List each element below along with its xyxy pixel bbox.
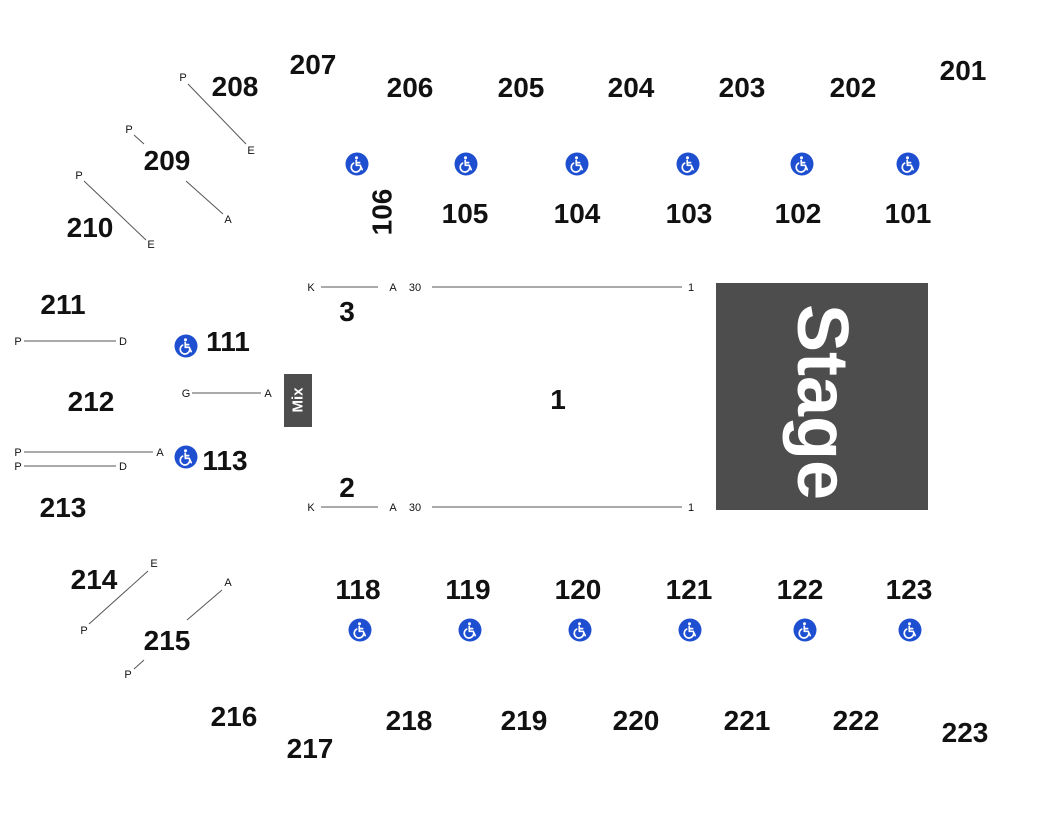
row-p-label: P [14,336,21,348]
floor-section-2-label[interactable]: 2 [339,472,355,503]
section-222[interactable]: 222 [833,705,880,736]
section-122[interactable]: 122 [777,574,824,605]
section-106[interactable]: 106 [367,189,398,236]
row-p-label: P [179,72,186,84]
row-indicators-208: P E [179,72,254,157]
wheelchair-icon [675,151,701,177]
section-213[interactable]: 213 [40,492,87,523]
wheelchair-icon [453,151,479,177]
mix-label: Mix [290,387,307,413]
row-g-label: G [182,388,191,400]
section-212[interactable]: 212 [68,386,115,417]
row-indicators-212: G A [182,388,273,400]
mix-block[interactable] [284,374,312,427]
row-a-label: A [224,214,232,226]
section-220[interactable]: 220 [613,705,660,736]
row-a-label: A [264,388,272,400]
section-211[interactable]: 211 [40,289,85,320]
section-111[interactable]: 111 [206,326,250,357]
section-202[interactable]: 202 [830,72,877,103]
floor-upper-rows: K A 30 1 [307,282,694,294]
row-e-label: E [247,145,254,157]
row-indicators-213a: P A [14,447,164,459]
row-e-label: E [147,239,154,251]
section-123[interactable]: 123 [886,574,933,605]
row-a-label: A [224,577,232,589]
row-p-label: P [125,124,132,136]
wheelchair-icon [567,617,593,643]
seat-30-label: 30 [409,502,421,514]
row-k-label: K [307,282,315,294]
stage[interactable]: Stage [716,283,928,510]
stage-label: Stage [782,304,862,500]
wheelchair-icon [897,617,923,643]
seat-30-label: 30 [409,282,421,294]
section-209[interactable]: 209 [144,145,191,176]
row-p-label: P [14,447,21,459]
section-103[interactable]: 103 [666,198,713,229]
section-101[interactable]: 101 [885,198,932,229]
wheelchair-icon [344,151,370,177]
row-a-label: A [389,502,397,514]
section-223[interactable]: 223 [942,717,989,748]
section-201[interactable]: 201 [940,55,987,86]
section-113[interactable]: 113 [202,445,247,476]
section-210[interactable]: 210 [67,212,114,243]
row-indicators-214: E P [80,558,157,637]
section-219[interactable]: 219 [501,705,548,736]
section-121[interactable]: 121 [666,574,713,605]
wheelchair-icon [347,617,373,643]
row-indicators-209: P A [125,124,232,226]
section-102[interactable]: 102 [775,198,822,229]
section-204[interactable]: 204 [608,72,655,103]
section-120[interactable]: 120 [555,574,602,605]
section-221[interactable]: 221 [724,705,771,736]
floor-section-1-label[interactable]: 1 [550,384,566,415]
row-p-label: P [75,170,82,182]
section-217[interactable]: 217 [287,733,334,764]
section-208[interactable]: 208 [212,71,259,102]
section-215[interactable]: 215 [144,625,191,656]
wheelchair-icon [173,333,199,359]
section-206[interactable]: 206 [387,72,434,103]
wheelchair-icon [677,617,703,643]
wheelchair-icon [173,444,199,470]
mix-position[interactable]: Mix [284,374,312,427]
wheelchair-icon [789,151,815,177]
section-105[interactable]: 105 [442,198,489,229]
floor-section-3-label[interactable]: 3 [339,296,355,327]
row-indicators-211: P D [14,336,127,348]
section-118[interactable]: 118 [335,574,380,605]
row-k-label: K [307,502,315,514]
row-a-label: A [389,282,397,294]
section-214[interactable]: 214 [71,564,118,595]
row-p-label: P [80,625,87,637]
section-119[interactable]: 119 [445,574,490,605]
row-d-label: D [119,336,127,348]
section-203[interactable]: 203 [719,72,766,103]
row-indicators-213b: P D [14,461,127,473]
wheelchair-icon [457,617,483,643]
row-e-label: E [150,558,157,570]
section-216[interactable]: 216 [211,701,258,732]
wheelchair-icon [564,151,590,177]
row-indicators-210: P E [75,170,154,251]
wheelchair-icon [895,151,921,177]
seat-1-label: 1 [688,502,694,514]
row-p-label: P [14,461,21,473]
section-207[interactable]: 207 [290,49,337,80]
seat-1-label: 1 [688,282,694,294]
wheelchair-icon [792,617,818,643]
row-d-label: D [119,461,127,473]
section-104[interactable]: 104 [554,198,601,229]
row-indicators-215: A P [124,577,232,681]
row-p-label: P [124,669,131,681]
stage-block[interactable] [716,283,928,510]
row-a-label: A [156,447,164,459]
section-218[interactable]: 218 [386,705,433,736]
section-205[interactable]: 205 [498,72,545,103]
floor-lower-rows: K A 30 1 [307,502,694,514]
